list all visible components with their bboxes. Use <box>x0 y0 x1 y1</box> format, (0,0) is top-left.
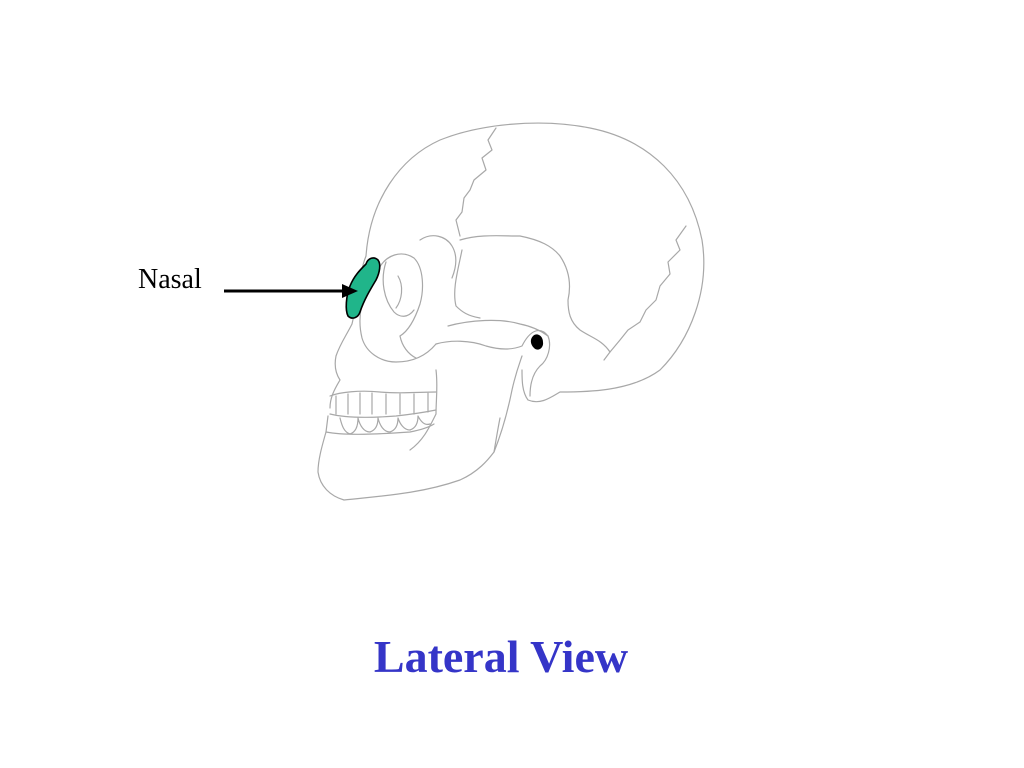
squamous-suture <box>459 235 611 361</box>
zygomatic-arch <box>435 329 551 397</box>
ear-canal <box>530 334 544 350</box>
nasal-bone-highlight <box>345 257 381 319</box>
upper-teeth <box>329 390 437 415</box>
maxilla-outline <box>359 289 437 363</box>
mandible-outline <box>317 355 523 501</box>
orbit-outline <box>377 253 424 337</box>
label-arrow-head <box>342 284 358 298</box>
lambdoid-suture <box>609 225 687 353</box>
slide-title: Lateral View <box>373 631 629 682</box>
nasal-label: Nasal <box>138 264 202 295</box>
cranium-outline <box>365 122 705 403</box>
lower-teeth <box>325 415 431 435</box>
coronal-suture <box>455 127 497 237</box>
